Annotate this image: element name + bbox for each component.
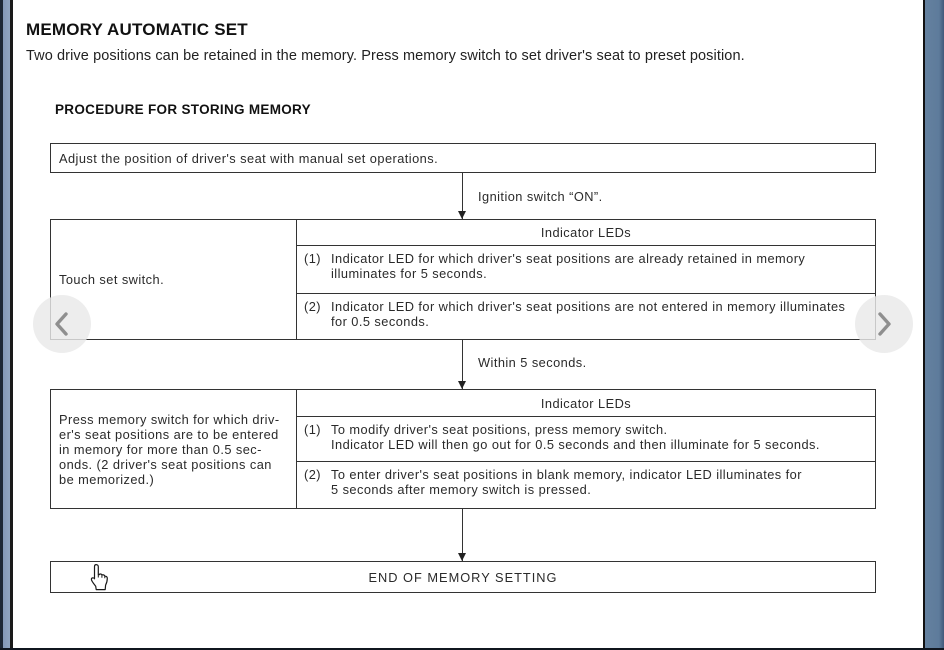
- table1-left-cell: Touch set switch.: [51, 220, 297, 339]
- previous-page-button[interactable]: [33, 295, 91, 353]
- row-number: (2): [304, 299, 321, 314]
- flow-arrow-1: [458, 173, 466, 219]
- window-right-border: [923, 0, 944, 650]
- chevron-left-icon: [55, 312, 68, 336]
- arrow-head-icon: [458, 381, 466, 389]
- table1-row-1: (1) Indicator LED for which driver's sea…: [297, 246, 875, 294]
- row-number: (1): [304, 251, 321, 266]
- row-text: To modify driver's seat positions, press…: [331, 422, 820, 452]
- table2-row-1: (1) To modify driver's seat positions, p…: [297, 417, 875, 462]
- flow-end-box-text: END OF MEMORY SETTING: [368, 569, 558, 585]
- page-title: MEMORY AUTOMATIC SET: [26, 20, 248, 39]
- flow-arrow-2: [458, 340, 466, 389]
- hand-cursor-icon: [88, 563, 110, 596]
- window-bottom-border: [0, 648, 944, 650]
- section-heading: PROCEDURE FOR STORING MEMORY: [55, 102, 311, 117]
- flow-arrow-3: [458, 508, 466, 561]
- table2-left-cell: Press memory switch for which driv- er's…: [51, 390, 297, 508]
- table2-row-2: (2) To enter driver's seat positions in …: [297, 462, 875, 508]
- flow-end-box: END OF MEMORY SETTING: [50, 561, 876, 593]
- arrow-head-icon: [458, 211, 466, 219]
- flow-arrow-2-label: Within 5 seconds.: [478, 355, 587, 370]
- arrow-head-icon: [458, 553, 466, 561]
- flow-arrow-1-label: Ignition switch “ON”.: [478, 189, 603, 204]
- row-text: Indicator LED for which driver's seat po…: [331, 251, 806, 281]
- row-number: (2): [304, 467, 321, 482]
- flow-step-adjust-seat-text: Adjust the position of driver's seat wit…: [59, 150, 439, 166]
- row-text: Indicator LED for which driver's seat po…: [331, 299, 846, 329]
- table1-row-2: (2) Indicator LED for which driver's sea…: [297, 294, 875, 339]
- page-subtitle: Two drive positions can be retained in t…: [26, 48, 745, 64]
- table2-header: Indicator LEDs: [297, 390, 875, 417]
- chevron-right-icon: [878, 312, 891, 336]
- flow-table-press-memory-switch: Press memory switch for which driv- er's…: [50, 389, 876, 509]
- table1-header: Indicator LEDs: [297, 220, 875, 246]
- row-text: To enter driver's seat positions in blan…: [331, 467, 802, 497]
- row-number: (1): [304, 422, 321, 437]
- flow-table-touch-set-switch: Touch set switch. Indicator LEDs (1) Ind…: [50, 219, 876, 340]
- flow-step-adjust-seat: Adjust the position of driver's seat wit…: [50, 143, 876, 173]
- next-page-button[interactable]: [855, 295, 913, 353]
- window-left-border: [0, 0, 13, 650]
